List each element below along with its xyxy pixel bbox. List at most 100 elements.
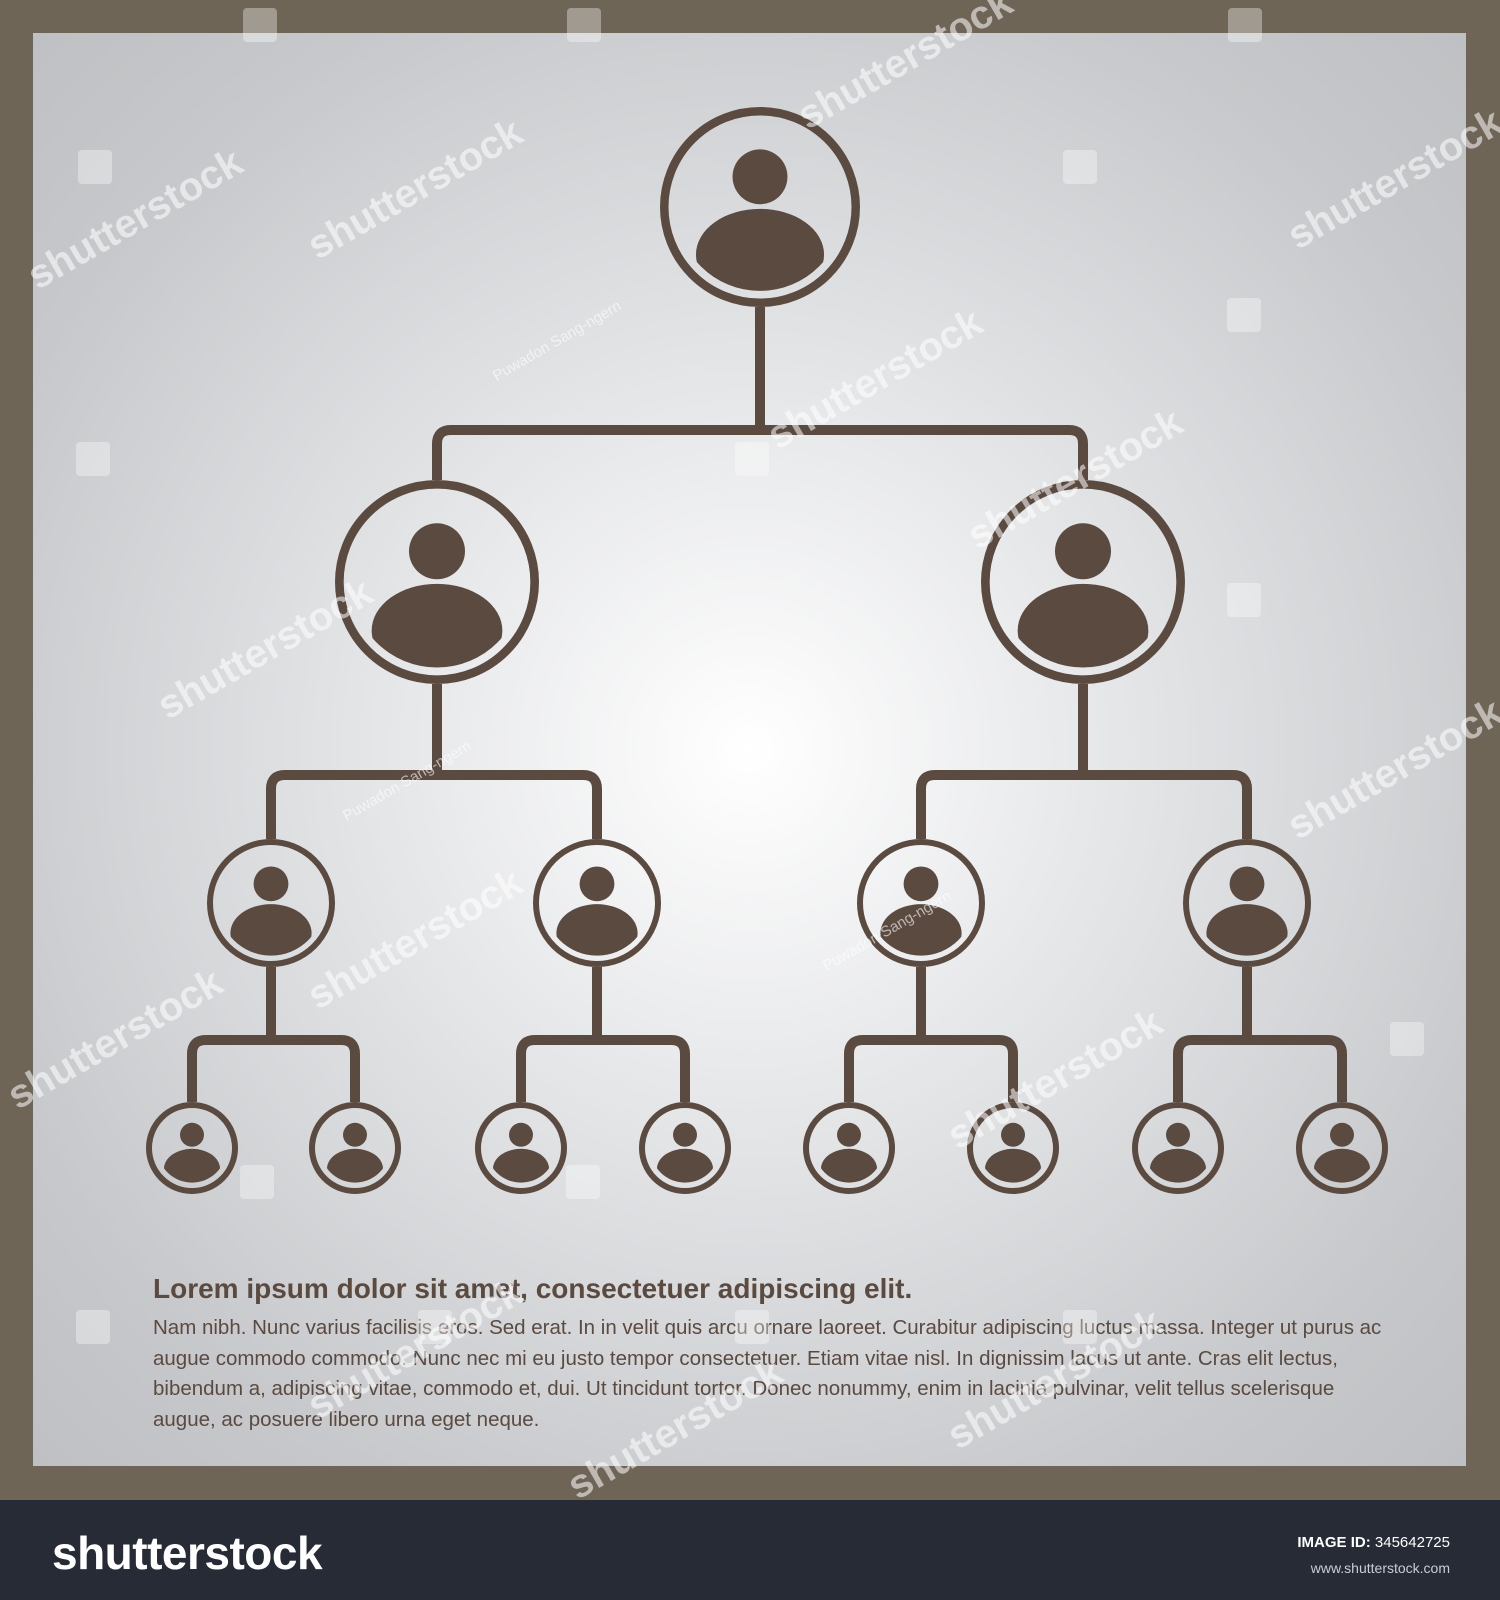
person-body <box>230 904 312 956</box>
person-body <box>327 1148 383 1183</box>
person-icon <box>371 523 503 668</box>
org-node <box>1183 839 1311 967</box>
person-head <box>180 1122 204 1147</box>
image-frame: Lorem ipsum dolor sit amet, consectetuer… <box>33 33 1466 1466</box>
person-icon <box>1017 523 1149 668</box>
connector-line <box>844 967 926 1102</box>
node-ring <box>857 839 985 967</box>
org-node <box>803 1102 895 1194</box>
person-icon <box>695 149 825 291</box>
person-head <box>673 1122 697 1147</box>
person-body <box>164 1148 220 1183</box>
person-body <box>695 208 825 291</box>
person-head <box>1055 523 1111 580</box>
person-icon <box>1314 1122 1370 1183</box>
person-icon <box>556 866 638 956</box>
person-head <box>343 1122 367 1147</box>
org-node <box>1132 1102 1224 1194</box>
person-icon <box>493 1122 549 1183</box>
diagram-panel: Lorem ipsum dolor sit amet, consectetuer… <box>33 33 1466 1466</box>
node-ring <box>207 839 335 967</box>
org-node <box>334 479 539 684</box>
connector-line <box>1242 967 1347 1102</box>
org-node <box>533 839 661 967</box>
org-node <box>1296 1102 1388 1194</box>
image-id-value: 345642725 <box>1374 1534 1450 1551</box>
person-head <box>1166 1122 1190 1147</box>
node-ring <box>533 839 661 967</box>
connector-line <box>755 307 1088 480</box>
connector-line <box>432 307 765 480</box>
node-ring <box>475 1102 567 1194</box>
node-ring <box>639 1102 731 1194</box>
connector-line <box>916 684 1088 839</box>
image-id-label: IMAGE ID: <box>1297 1534 1371 1551</box>
person-head <box>837 1122 861 1147</box>
org-node <box>309 1102 401 1194</box>
image-id: IMAGE ID: 345642725 <box>1297 1534 1450 1551</box>
person-body <box>657 1148 713 1183</box>
connector-line <box>266 967 360 1102</box>
node-ring <box>660 107 860 307</box>
person-icon <box>230 866 312 956</box>
person-body <box>1017 583 1149 668</box>
person-head <box>579 866 615 902</box>
connector-line <box>516 967 602 1102</box>
connector-line <box>592 967 690 1102</box>
person-head <box>1330 1122 1354 1147</box>
person-body <box>493 1148 549 1183</box>
org-node <box>660 107 860 307</box>
person-head <box>1001 1122 1025 1147</box>
node-ring <box>1183 839 1311 967</box>
body-paragraph: Nam nibh. Nunc varius facilisis eros. Se… <box>153 1316 1382 1431</box>
person-body <box>371 583 503 668</box>
person-head <box>903 866 939 902</box>
connector-line <box>432 684 602 839</box>
person-icon <box>821 1122 877 1183</box>
org-chart <box>146 107 1388 1194</box>
person-body <box>556 904 638 956</box>
node-ring <box>1132 1102 1224 1194</box>
org-node <box>207 839 335 967</box>
connector-line <box>1078 684 1252 839</box>
person-icon <box>1206 866 1288 956</box>
person-body <box>1314 1148 1370 1183</box>
person-icon <box>657 1122 713 1183</box>
person-body <box>880 904 962 956</box>
person-body <box>1150 1148 1206 1183</box>
person-head <box>409 523 465 580</box>
person-head <box>1229 866 1265 902</box>
person-head <box>509 1122 533 1147</box>
org-node <box>639 1102 731 1194</box>
node-ring <box>146 1102 238 1194</box>
org-node <box>857 839 985 967</box>
person-body <box>821 1148 877 1183</box>
node-ring <box>803 1102 895 1194</box>
connector-line <box>187 967 276 1102</box>
org-node <box>981 479 1186 684</box>
person-icon <box>164 1122 220 1183</box>
org-node <box>146 1102 238 1194</box>
headline: Lorem ipsum dolor sit amet, consectetuer… <box>153 1273 913 1304</box>
footer-url: www.shutterstock.com <box>1310 1560 1450 1576</box>
org-node <box>475 1102 567 1194</box>
node-ring <box>334 479 539 684</box>
node-ring <box>981 479 1186 684</box>
person-head <box>732 149 788 205</box>
node-ring <box>309 1102 401 1194</box>
footer-bar: shutterstock IMAGE ID: 345642725 www.shu… <box>0 1500 1500 1600</box>
connector-line <box>266 684 442 839</box>
org-node <box>967 1102 1059 1194</box>
node-ring <box>967 1102 1059 1194</box>
person-icon <box>985 1122 1041 1183</box>
footer-logo: shutterstock <box>52 1527 323 1579</box>
node-ring <box>1296 1102 1388 1194</box>
connector-line <box>916 967 1018 1102</box>
connector-lines <box>187 307 1347 1102</box>
connector-line <box>1173 967 1252 1102</box>
person-icon <box>880 866 962 956</box>
person-icon <box>1150 1122 1206 1183</box>
person-icon <box>327 1122 383 1183</box>
person-body <box>985 1148 1041 1183</box>
person-body <box>1206 904 1288 956</box>
